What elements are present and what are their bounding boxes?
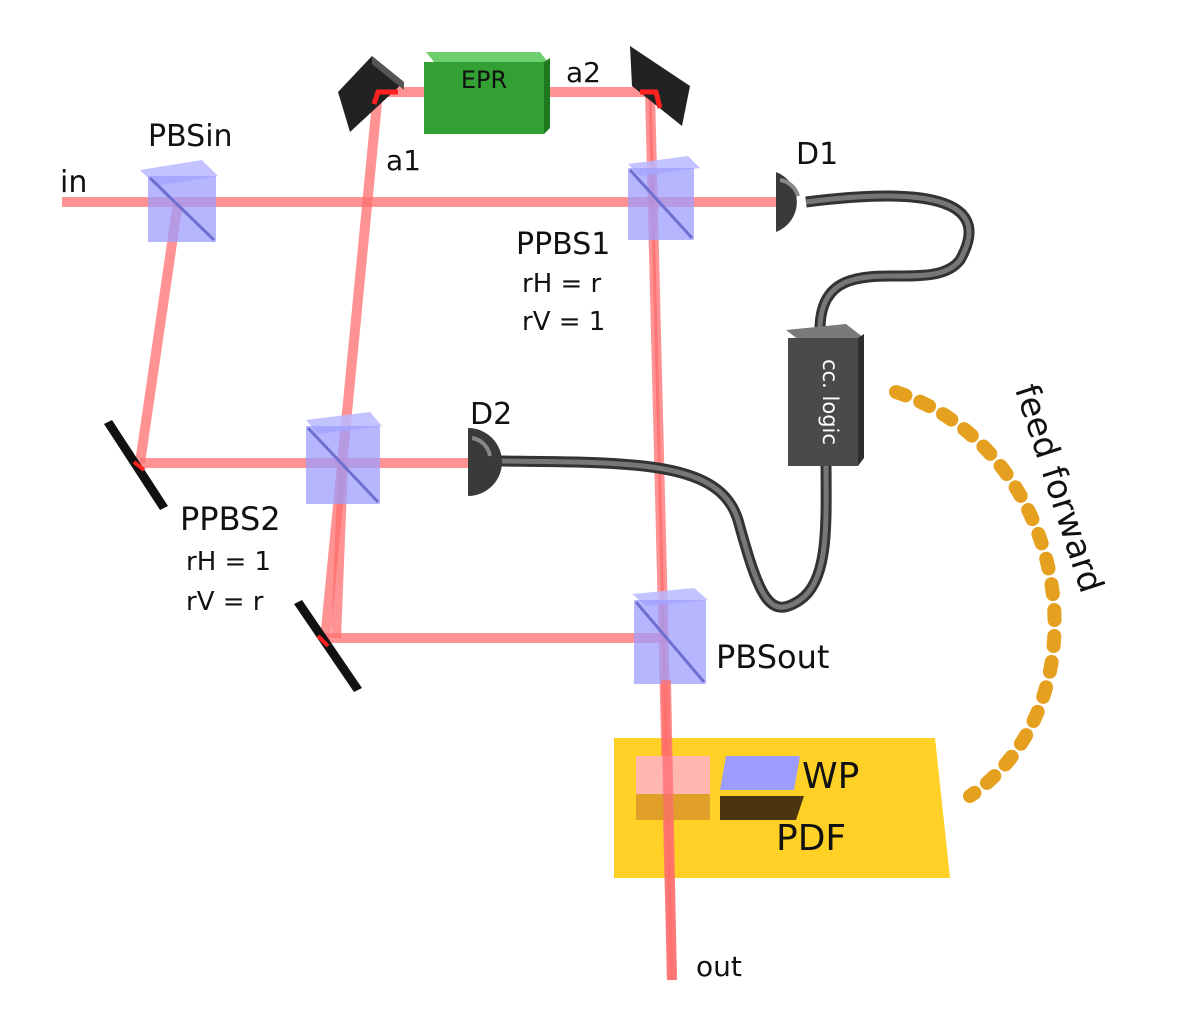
label-ppbs2-rv: rV = r bbox=[186, 587, 264, 617]
beam-a1 bbox=[320, 91, 383, 641]
label-in: in bbox=[60, 165, 87, 200]
beam-pbsin-down bbox=[135, 201, 183, 464]
label-out: out bbox=[696, 950, 742, 983]
label-ppbs1-rv: rV = 1 bbox=[522, 307, 605, 337]
pbs-out-cube bbox=[632, 588, 708, 684]
mirror-a2 bbox=[630, 46, 690, 126]
label-d2: D2 bbox=[470, 397, 512, 432]
label-pdf: PDF bbox=[776, 818, 846, 859]
cable-d2 bbox=[497, 455, 832, 613]
pbs-in-cube bbox=[140, 160, 218, 242]
label-ppbs2-rh: rH = 1 bbox=[186, 547, 271, 577]
epr-source: EPR bbox=[424, 52, 550, 134]
mirror-bottom bbox=[294, 600, 362, 692]
cable-d1 bbox=[805, 190, 975, 331]
label-pbsout: PBSout bbox=[716, 638, 829, 676]
detector-d1 bbox=[776, 172, 800, 232]
beam-output bbox=[661, 679, 677, 981]
label-wp: WP bbox=[802, 756, 859, 797]
label-pbsin: PBSin bbox=[148, 119, 233, 154]
label-a2: a2 bbox=[566, 56, 601, 89]
label-d1: D1 bbox=[796, 137, 838, 172]
feed-forward-arc bbox=[889, 385, 1062, 803]
mirror-a1 bbox=[338, 56, 404, 132]
mirror-left bbox=[104, 420, 168, 510]
label-a1: a1 bbox=[386, 144, 421, 177]
waveplate-element bbox=[720, 756, 804, 820]
epr-label: EPR bbox=[461, 66, 507, 94]
detector-d2 bbox=[468, 428, 502, 496]
label-ppbs1-rh: rH = r bbox=[522, 269, 602, 299]
ppbs2-cube bbox=[306, 412, 382, 504]
ppbs1-cube bbox=[628, 156, 700, 240]
cc-logic-label: cc. logic bbox=[818, 359, 842, 445]
label-ppbs2: PPBS2 bbox=[180, 500, 281, 538]
label-ppbs1: PPBS1 bbox=[516, 227, 610, 262]
cc-logic-box: cc. logic bbox=[786, 324, 864, 466]
